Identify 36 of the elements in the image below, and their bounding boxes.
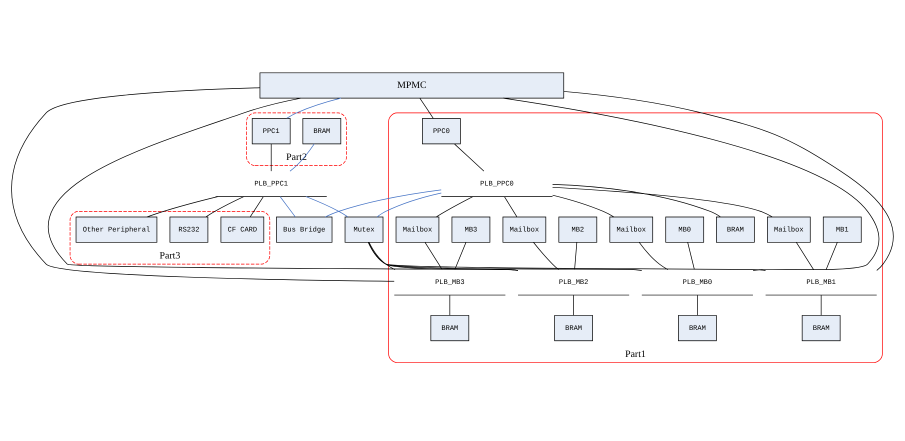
connector xyxy=(420,98,434,119)
connector xyxy=(574,242,578,270)
connector xyxy=(454,144,484,172)
connector xyxy=(368,242,642,271)
connector xyxy=(324,190,442,218)
connector xyxy=(820,294,822,316)
connector xyxy=(638,242,668,270)
connector xyxy=(552,194,614,218)
connector xyxy=(687,242,695,270)
connector xyxy=(697,294,698,316)
connector xyxy=(454,242,466,270)
connector xyxy=(552,184,721,218)
connector xyxy=(424,242,443,270)
connector xyxy=(573,294,574,316)
connector xyxy=(564,91,894,271)
connector xyxy=(796,242,814,270)
connector xyxy=(504,196,518,218)
connector xyxy=(449,294,450,316)
connector xyxy=(826,242,838,270)
connector xyxy=(11,87,395,282)
connector xyxy=(280,196,296,218)
connector xyxy=(250,196,264,218)
connector xyxy=(48,98,518,271)
connector xyxy=(206,196,244,218)
connector xyxy=(436,196,474,218)
connector xyxy=(376,192,442,218)
connector xyxy=(502,98,880,271)
connector xyxy=(306,196,348,218)
connector xyxy=(368,242,766,271)
connector xyxy=(533,242,559,270)
connector xyxy=(146,196,218,218)
node-box: MPMC xyxy=(260,72,564,98)
connector xyxy=(368,242,518,271)
connector xyxy=(552,186,773,218)
connector xyxy=(270,144,272,172)
connector xyxy=(368,242,396,270)
